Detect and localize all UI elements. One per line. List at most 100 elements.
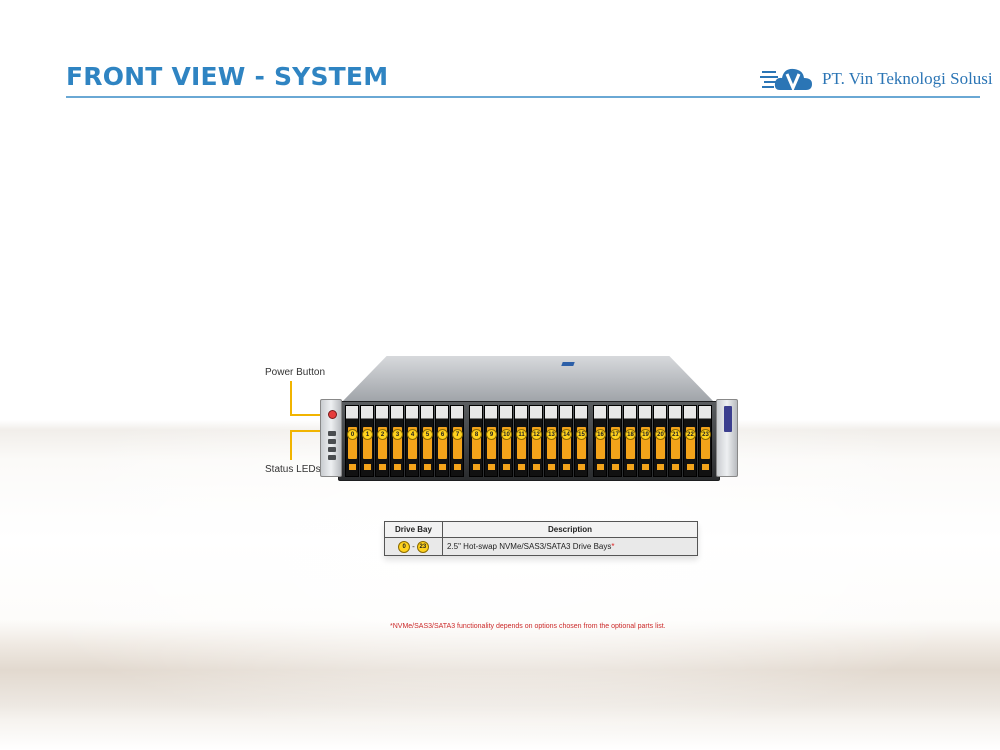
drive-latch-icon: [364, 464, 371, 470]
range-dash: -: [412, 541, 415, 551]
drive-tray-handle: [438, 427, 447, 459]
drive-bay[interactable]: 15: [574, 405, 588, 477]
drive-tray-handle: [453, 427, 462, 459]
drive-bay[interactable]: 14: [559, 405, 573, 477]
drive-latch-icon: [424, 464, 431, 470]
drive-bay[interactable]: 21: [668, 405, 682, 477]
drive-bay-number: 2: [377, 429, 388, 440]
drive-bay-description: 2.5" Hot-swap NVMe/SAS3/SATA3 Drive Bays…: [442, 537, 698, 556]
status-leds: [326, 428, 338, 463]
drive-bay[interactable]: 20: [653, 405, 667, 477]
drive-bay[interactable]: 5: [420, 405, 434, 477]
table-row: 0-23 2.5" Hot-swap NVMe/SAS3/SATA3 Drive…: [384, 537, 698, 556]
page-title: FRONT VIEW - SYSTEM: [66, 62, 389, 91]
drive-bay[interactable]: 23: [698, 405, 712, 477]
drive-bay-number: 8: [471, 429, 482, 440]
right-rack-ear: [716, 399, 738, 477]
power-button[interactable]: [328, 410, 337, 419]
status-led: [328, 455, 336, 460]
drive-bay[interactable]: 13: [544, 405, 558, 477]
drive-bay[interactable]: 17: [608, 405, 622, 477]
drive-tray-handle: [547, 427, 556, 459]
leds-callout-vertical: [290, 430, 292, 460]
drive-bay[interactable]: 10: [499, 405, 513, 477]
drive-bay[interactable]: 19: [638, 405, 652, 477]
chassis-top: [342, 356, 714, 402]
drive-tray-handle: [641, 427, 650, 459]
bay-start-badge: 0: [398, 540, 411, 553]
footnote-mark: *: [611, 542, 615, 551]
drive-latch-icon: [642, 464, 649, 470]
drive-bay-number: 7: [452, 429, 463, 440]
drive-bay-range: 0-23: [384, 537, 443, 556]
drive-bay-number: 6: [437, 429, 448, 440]
drive-tray-handle: [363, 427, 372, 459]
drive-tray-handle: [596, 427, 605, 459]
drive-bay-table: Drive Bay Description 0-23 2.5" Hot-swap…: [384, 521, 698, 556]
drive-bay-number: 0: [347, 429, 358, 440]
drive-bay[interactable]: 0: [345, 405, 359, 477]
drive-bay[interactable]: 18: [623, 405, 637, 477]
drive-bay-number: 4: [407, 429, 418, 440]
drive-bay-number: 14: [561, 429, 572, 440]
drive-bay[interactable]: 6: [435, 405, 449, 477]
drive-latch-icon: [439, 464, 446, 470]
cloud-logo-icon: [760, 62, 818, 96]
drive-latch-icon: [627, 464, 634, 470]
drive-bay-number: 16: [595, 429, 606, 440]
drive-bay[interactable]: 2: [375, 405, 389, 477]
drive-latch-icon: [612, 464, 619, 470]
drive-tray-handle: [626, 427, 635, 459]
drive-tray-handle: [517, 427, 526, 459]
drive-bay[interactable]: 7: [450, 405, 464, 477]
drive-bay-number: 20: [655, 429, 666, 440]
footnote: *NVMe/SAS3/SATA3 functionality depends o…: [390, 623, 666, 630]
power-callout-vertical: [290, 381, 292, 415]
drive-tray-handle: [502, 427, 511, 459]
drive-bay[interactable]: 4: [405, 405, 419, 477]
drive-tray-handle: [686, 427, 695, 459]
drive-latch-icon: [548, 464, 555, 470]
drive-latch-icon: [597, 464, 604, 470]
drive-tray-handle: [701, 427, 710, 459]
drive-bay-number: 10: [501, 429, 512, 440]
drive-latch-icon: [672, 464, 679, 470]
title-divider: [66, 96, 980, 98]
drive-latch-icon: [533, 464, 540, 470]
power-button-label: Power Button: [265, 367, 326, 378]
drive-bay[interactable]: 3: [390, 405, 404, 477]
table-header-drive-bay: Drive Bay: [384, 521, 443, 538]
drive-bay[interactable]: 16: [593, 405, 607, 477]
drive-latch-icon: [394, 464, 401, 470]
drive-bay[interactable]: 1: [360, 405, 374, 477]
drive-tray-handle: [487, 427, 496, 459]
drive-latch-icon: [657, 464, 664, 470]
drive-bay-number: 1: [362, 429, 373, 440]
drive-latch-icon: [503, 464, 510, 470]
drive-bay[interactable]: 12: [529, 405, 543, 477]
drive-bay[interactable]: 22: [683, 405, 697, 477]
drive-bay-number: 13: [546, 429, 557, 440]
drive-tray-handle: [671, 427, 680, 459]
status-led: [328, 439, 336, 444]
drive-latch-icon: [702, 464, 709, 470]
drive-tray-handle: [378, 427, 387, 459]
drive-bay[interactable]: 11: [514, 405, 528, 477]
drive-bay-number: 19: [640, 429, 651, 440]
leds-callout-horizontal: [290, 430, 326, 432]
drive-latch-icon: [473, 464, 480, 470]
status-led: [328, 431, 336, 436]
drive-bay[interactable]: 9: [484, 405, 498, 477]
drive-bay[interactable]: 8: [469, 405, 483, 477]
drive-tray-handle: [472, 427, 481, 459]
drive-tray-handle: [348, 427, 357, 459]
drive-latch-icon: [349, 464, 356, 470]
status-leds-label: Status LEDs: [265, 464, 321, 475]
chassis-tag: [561, 362, 575, 366]
drive-latch-icon: [563, 464, 570, 470]
power-callout-horizontal: [290, 414, 326, 416]
